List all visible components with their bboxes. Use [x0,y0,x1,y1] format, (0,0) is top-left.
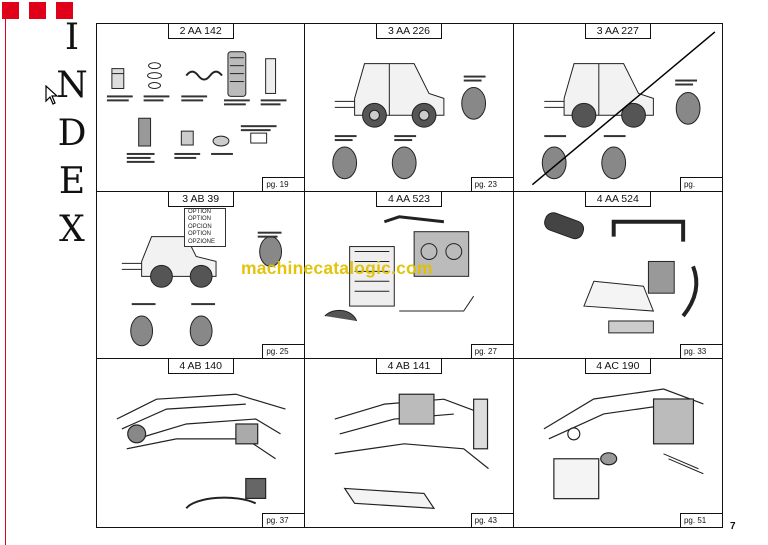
entry-code: 4 AA 523 [375,191,442,207]
filters-illustration [106,51,287,163]
entry-code: 4 AB 141 [375,359,442,375]
page-reference: pg. 23 [470,176,513,191]
option-label: OPTION [188,208,212,215]
index-letter: D [57,113,87,154]
entry-code: 3 AB 39 [167,191,234,207]
page-reference: pg. 27 [470,344,513,359]
page-reference: pg. 33 [679,344,722,359]
margin-rule [5,14,6,545]
vehicle-tyres-illustration [121,231,283,346]
page-reference: pg. 51 [679,513,722,527]
entry-code: 4 AB 140 [167,359,234,375]
index-entry-3aa227[interactable]: 3 AA 227 pg. [513,24,722,192]
brand-square-3 [56,2,73,19]
engine-assembly-illustration [324,214,475,321]
entry-code: 3 AA 226 [375,24,442,39]
page-reference: pg. 43 [470,513,513,527]
index-entry-2aa142[interactable]: 2 AA 142 [97,24,306,192]
vehicle-tyres-illustration [332,63,487,180]
entry-code: 2 AA 142 [167,24,234,39]
mouse-cursor-icon [45,85,59,105]
entry-code: 4 AA 524 [584,191,651,207]
option-label: OPCION [188,223,212,230]
hydraulic-lines-illustration [116,393,286,510]
index-entry-4aa524[interactable]: 4 AA 524 pg. 33 [513,191,722,360]
index-entry-4aa523[interactable]: 4 AA 523 pg. 27 [305,191,514,360]
air-intake-exhaust-illustration [543,211,698,334]
option-label: OPZIONE [188,238,216,245]
index-entry-4ab140[interactable]: 4 AB 140 pg. 37 [97,359,306,527]
page-reference: pg. [679,176,722,191]
index-entry-3aa226[interactable]: 3 AA 226 pg. 23 [305,24,514,192]
option-label: OPTION [188,216,212,223]
index-letter: E [58,161,86,202]
brand-square-1 [2,2,19,19]
watermark: machinecatalogic.com [241,258,433,278]
index-letter: I [64,17,80,58]
option-list: OPTION OPTION OPCION OPTION OPZIONE [184,207,226,248]
index-letter: X [59,209,85,250]
hydraulic-lines-illustration [334,393,490,510]
index-grid: 2 AA 142 [96,23,723,528]
hydraulic-lines-tank-illustration [543,388,704,500]
brand-square-2 [29,2,46,19]
option-label: OPTION [188,231,212,238]
index-title: I N D E X [55,14,89,254]
index-entry-4ab141[interactable]: 4 AB 141 pg. 43 [305,359,514,527]
page-number: 7 [730,521,736,532]
index-letter: N [56,65,88,106]
index-entry-4ac190[interactable]: 4 AC 190 pg. 51 [514,359,722,527]
vehicle-tyres-crossed-illustration [531,31,716,186]
page-reference: pg. 37 [262,513,305,527]
index-entry-3ab39[interactable]: 3 AB 39 OPTION OPTION OPCION OPTION OPZI… [97,191,306,360]
entry-code: 4 AC 190 [584,359,651,375]
page-reference: pg. 25 [262,344,305,359]
crossed-out-mark [531,31,716,186]
page-reference: pg. 19 [262,176,305,191]
entry-code: 3 AA 227 [584,24,651,39]
